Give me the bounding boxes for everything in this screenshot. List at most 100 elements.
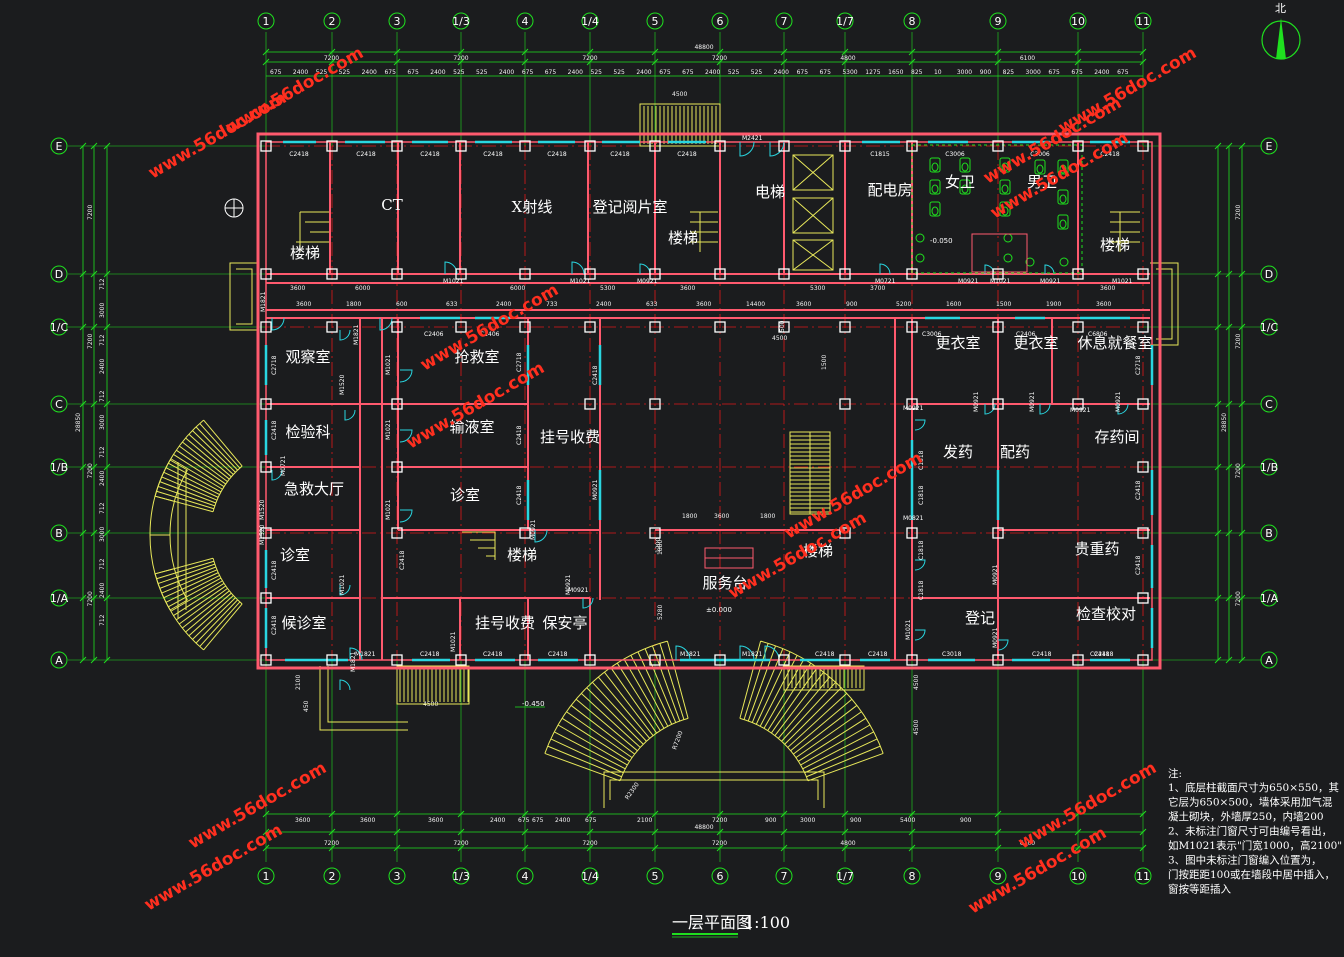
structural-column [1072,140,1084,152]
room-label: 女卫 [945,173,975,191]
door-window-tag-left: M1520 [259,524,266,545]
axis-label-col: 4 [522,870,529,883]
axis-label-col: 1/3 [452,15,470,28]
axis-bubble-col [581,12,599,30]
room-label: 输液室 [449,418,494,436]
dimension-top-detail: 2400 [293,69,308,76]
door-tag: M0721 [875,278,896,285]
dimension-top-detail: 525 [728,69,740,76]
door-tag: M1021 [1112,278,1133,285]
axis-bubble-col [1069,12,1087,30]
window-tag: C2418 [677,151,697,158]
dimension-corridor: 5200 [896,301,911,308]
dimension-corridor: 1900 [1046,301,1061,308]
structural-column [1072,398,1084,410]
dimension-top-detail: 1650 [888,69,903,76]
room-label: 登记 [965,609,995,627]
structural-column [1137,321,1149,333]
window-tag: C6806 [1088,331,1108,338]
axis-label-row: A [55,654,63,667]
axis-bubble-row [1260,524,1278,542]
stair-1-ne [296,211,330,252]
door-swing [997,639,1009,651]
axis-bubble-row [1260,318,1278,336]
dimension-top-detail: 675 [522,69,534,76]
axis-label-col: 4 [522,15,529,28]
dimension-misc: 1500 [821,355,828,370]
stair-4-nw [690,211,718,252]
dimension-text-group: 4880048800720072007200720072007200720072… [75,44,1242,847]
structural-column [584,140,596,152]
room-label: 楼梯 [668,229,698,247]
structural-column [992,321,1004,333]
dimension-misc: 500 [779,320,786,332]
axis-bubble-col [516,12,534,30]
structural-column [391,461,403,473]
window-tag: C2406 [1016,331,1036,338]
axis-bubble-row [50,137,68,155]
axis-bubble-col [257,867,275,885]
door-window-tag-right: M0921 [973,391,980,412]
dimension-corridor: 3600 [296,301,311,308]
dimension-top-detail: 5300 [842,69,857,76]
door-window-tag-inner: C2418 [516,485,523,505]
axis-label-col: 1/3 [452,870,470,883]
window-tag: C1815 [870,151,890,158]
door-window-tag-left: C2718 [271,355,278,375]
door-window-tag-left: M1021 [339,574,346,595]
south-fan-steps [544,640,884,808]
stairs-and-ramps [149,103,1179,808]
door-swing [675,645,691,661]
window-tag: C2418 [483,151,503,158]
door-window-tag-right: M0921 [992,627,999,648]
axis-bubble-row [50,589,68,607]
dimension-top-detail: 675 [819,69,831,76]
structural-column [649,268,661,280]
dimension-bottom-detail: 900 [960,817,972,824]
window-tag: C2406 [424,331,444,338]
door-window-tag-bottom: C3018 [942,651,962,658]
structural-column [584,398,596,410]
axis-bubble-row [1260,651,1278,669]
door-window-tag-right: M1021 [905,619,912,640]
door-swing [339,679,351,691]
window-tag: C2418 [420,151,440,158]
dimension-corridor: 2400 [596,301,611,308]
room-label: 观察室 [285,348,330,366]
structural-column [839,140,851,152]
axis-bubble-col [388,12,406,30]
dimension-left-detail: 712 [99,390,106,402]
door-tag: M1021 [443,278,464,285]
axis-bubble-col [516,867,534,885]
stair-inner [462,531,496,560]
door-window-tag-left: M1821 [260,291,267,312]
door-window-tag-bottom: C2418 [548,651,568,658]
structural-column [584,321,596,333]
dimension-top-total: 48800 [694,44,713,51]
dimension-top-detail: 2400 [636,69,651,76]
dimension-bottom-detail: 2400 [555,817,570,824]
room-label: 电梯 [755,183,785,201]
dimension-entry: 1800 [682,513,697,520]
dimension-corridor-2: 3600 [290,285,305,292]
room-label: 保安亭 [542,614,587,632]
toilet-fixtures [911,144,1083,274]
structural-column [391,398,403,410]
dimension-bottom-detail: 7200 [712,817,727,824]
door-window-tag-bottom: C2418 [815,651,835,658]
door-window-tag-misc: M0821 [903,515,924,522]
dimension-top-detail: 525 [476,69,488,76]
door-swing [444,261,458,275]
axis-label-row: E [56,140,63,153]
structural-column [260,321,272,333]
structural-column [455,321,467,333]
door-window-tag-right: C2418 [1135,555,1142,575]
axis-bubble-col [323,12,341,30]
dimension-right-bay: 7200 [1235,591,1242,606]
dimension-corridor: 2400 [496,301,511,308]
windows [264,140,1154,662]
structural-column [839,527,851,539]
door-window-tag-bottom: M1821 [742,651,763,658]
dimension-misc: 450 [303,700,310,712]
door-window-tag-inner: C2418 [592,365,599,385]
